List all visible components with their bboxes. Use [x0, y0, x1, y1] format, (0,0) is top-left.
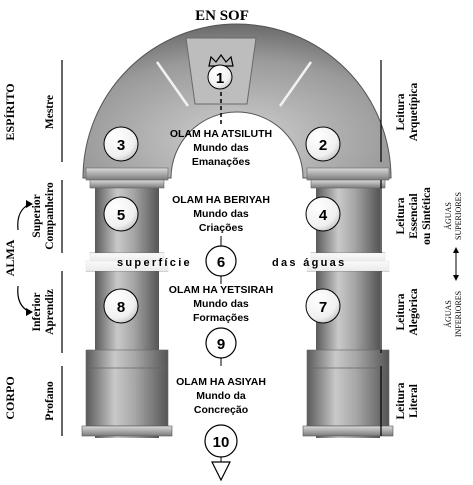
world-yetsirah: OLAM HA YETSIRAH Mundo das Formações	[169, 284, 273, 324]
label-leitura-literal-1: Leitura	[395, 382, 407, 419]
diagram-title: EN SOF	[195, 8, 249, 24]
label-leitura-alegorica-1: Leitura	[395, 293, 407, 330]
sefira-node-10: 10	[204, 424, 238, 458]
label-leitura-alegorica-2: Alegórica	[408, 288, 420, 336]
label-companheiro: Companheiro	[44, 182, 56, 250]
arch-joint	[278, 61, 313, 107]
world-name: OLAM HA YETSIRAH	[169, 284, 273, 296]
sefira-node-3: 3	[103, 126, 139, 162]
world-asiyah: OLAM HA ASIYAH Mundo da Concreção	[176, 376, 266, 416]
curved-arrow-icon	[17, 203, 31, 231]
label-aguas-inferiores-2: INFERIORES	[454, 291, 463, 337]
label-leitura-literal-2: Literal	[408, 384, 420, 418]
sefira-node-5: 5	[103, 196, 139, 232]
world-subtitle: Emanações	[192, 156, 251, 168]
arch-joint	[155, 61, 190, 107]
sefira-number: 3	[117, 137, 125, 154]
label-mestre: Mestre	[44, 95, 56, 129]
sefira-number: 6	[217, 254, 225, 271]
label-aguas-inferiores-1: ÁGUAS	[443, 300, 453, 328]
sefira-node-1: 1	[207, 64, 233, 90]
group-label-alma: ALMA	[3, 239, 17, 276]
sefira-number: 2	[319, 137, 327, 154]
arrowhead-icon	[26, 200, 33, 208]
sefira-node-9: 9	[205, 327, 237, 359]
arrowhead-icon	[26, 308, 33, 316]
crown-icon	[208, 53, 234, 67]
sefira-number: 9	[217, 336, 225, 353]
world-subtitle: Criações	[199, 222, 244, 234]
sefira-number: 5	[117, 207, 125, 224]
water-surface-band	[82, 253, 394, 271]
label-aprendiz: Aprendiz	[44, 289, 56, 335]
world-name: OLAM HA ASIYAH	[176, 376, 266, 388]
sefira-node-6: 6	[205, 245, 237, 277]
world-subtitle: Mundo da	[196, 390, 246, 402]
sefira-number: 10	[213, 434, 230, 451]
group-label-corpo: CORPO	[3, 376, 17, 419]
sefira-node-7: 7	[305, 288, 341, 324]
water-surface-left-label: superfície	[117, 257, 192, 269]
sefira-number: 8	[117, 299, 125, 316]
sefira-number: 7	[319, 299, 327, 316]
world-subtitle: Mundo das	[193, 142, 249, 154]
label-aguas-superiores-2: SUPERIORES	[454, 192, 463, 240]
curved-arrow-icon	[17, 285, 31, 313]
water-surface-right-label: das águas	[272, 257, 347, 269]
label-profano: Profano	[44, 381, 56, 421]
label-leitura-arquetipica-2: Arquetípica	[408, 82, 420, 141]
arrowhead-up-icon	[453, 247, 459, 253]
sefira-number: 4	[319, 207, 328, 224]
world-name: OLAM HA BERIYAH	[172, 194, 270, 206]
label-inferior: Inferior	[31, 293, 43, 332]
world-subtitle: Concreção	[194, 404, 248, 416]
world-name: OLAM HA ATSILUTH	[170, 128, 272, 140]
world-subtitle: Mundo das	[193, 298, 249, 310]
label-leitura-essencial-1: Leitura	[395, 197, 407, 234]
label-superior: Superior	[31, 194, 43, 237]
label-leitura-arquetipica-1: Leitura	[395, 93, 407, 130]
world-beriyah: OLAM HA BERIYAH Mundo das Criações	[172, 194, 270, 234]
arrowhead-down-icon	[453, 275, 459, 281]
label-leitura-essencial-3: ou Sintética	[421, 187, 433, 245]
label-leitura-essencial-2: Essencial	[408, 193, 420, 238]
sefira-node-4: 4	[305, 196, 341, 232]
world-subtitle: Mundo das	[193, 208, 249, 220]
down-triangle-icon	[211, 461, 231, 482]
sefira-number: 1	[216, 70, 224, 87]
sefira-node-8: 8	[103, 288, 139, 324]
world-atsiluth: OLAM HA ATSILUTH Mundo das Emanações	[170, 128, 272, 168]
right-pillar	[302, 167, 394, 438]
group-label-espirito: ESPÍRITO	[3, 83, 17, 140]
world-subtitle: Formações	[193, 312, 249, 324]
label-aguas-superiores-1: ÁGUAS	[443, 202, 453, 230]
sefira-node-2: 2	[305, 126, 341, 162]
